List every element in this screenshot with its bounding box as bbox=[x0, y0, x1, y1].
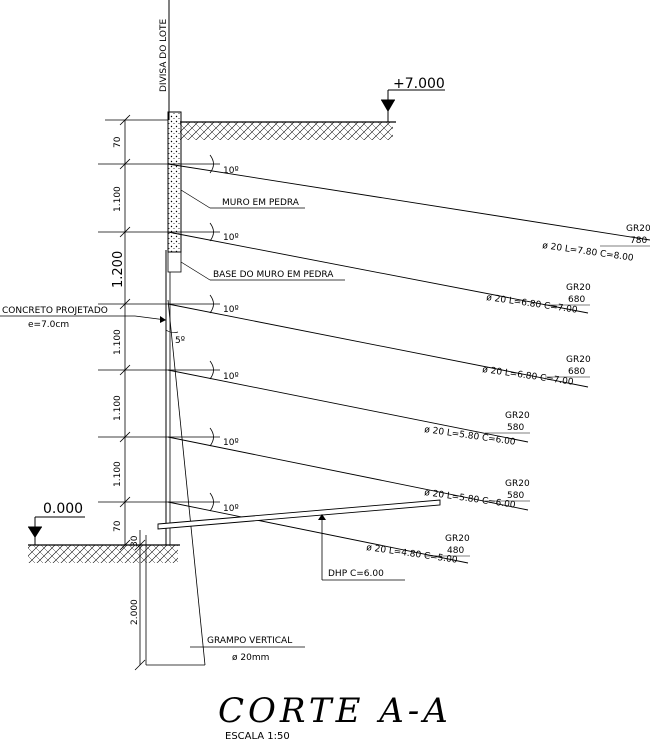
stone-wall-leader: MURO EM PEDRA bbox=[180, 189, 305, 209]
clamp-leader: GRAMPO VERTICAL ø 20mm bbox=[190, 636, 305, 663]
dhp-label: DHP C=6.00 bbox=[328, 569, 384, 579]
stone-wall-base-label: BASE DO MURO EM PEDRA bbox=[213, 270, 334, 280]
anchor-3 bbox=[167, 303, 589, 388]
anchor-4 bbox=[167, 369, 529, 443]
vertical-dimension-line bbox=[105, 114, 168, 671]
anchor-annotation-4: GR20 580 ø 20 L=5.80 C=6.00 bbox=[424, 411, 530, 448]
svg-text:GR20: GR20 bbox=[505, 479, 530, 489]
scale-label: ESCALA 1:50 bbox=[225, 731, 290, 741]
angle-label-5: 10º bbox=[223, 438, 239, 448]
svg-text:GR20: GR20 bbox=[566, 355, 591, 365]
dim-30: 30 bbox=[130, 535, 140, 547]
anchor-lines bbox=[167, 163, 650, 564]
svg-text:GR20: GR20 bbox=[626, 224, 650, 234]
dim-1100-2: 1.100 bbox=[113, 329, 123, 355]
svg-text:GR20: GR20 bbox=[505, 411, 530, 421]
svg-text:480: 480 bbox=[447, 546, 464, 556]
lower-ground-hatch bbox=[28, 545, 178, 563]
dim-1100-3: 1.100 bbox=[113, 395, 123, 421]
dim-1200: 1.200 bbox=[111, 251, 126, 288]
bottom-level-marker: 0.000 bbox=[28, 501, 85, 545]
shotcrete-thickness: e=7.0cm bbox=[28, 320, 69, 330]
stone-wall-label: MURO EM PEDRA bbox=[222, 198, 300, 208]
anchor-5 bbox=[167, 436, 529, 511]
angle-label-1: 10º bbox=[223, 166, 239, 176]
stone-wall-base bbox=[167, 251, 182, 273]
anchor-annotation-2: GR20 680 ø 20 L=6.80 C=7.00 bbox=[486, 283, 591, 316]
anchor-annotation-5: GR20 580 ø 20 L=5.80 C=6.00 bbox=[424, 479, 530, 511]
dim-1100-4: 1.100 bbox=[113, 461, 123, 487]
shotcrete-leader: CONCRETO PROJETADO e=7.0cm bbox=[0, 306, 167, 330]
stone-wall-base-leader: BASE DO MURO EM PEDRA bbox=[180, 261, 345, 281]
svg-text:GR20: GR20 bbox=[566, 283, 591, 293]
vertical-clamp-right bbox=[167, 299, 206, 666]
svg-text:ø 20 L=6.80 C=7.00: ø 20 L=6.80 C=7.00 bbox=[486, 293, 579, 316]
svg-text:780: 780 bbox=[630, 236, 647, 246]
anchor-annotation-6: GR20 480 ø 20 L=4.80 C=5.00 bbox=[366, 534, 470, 566]
bottom-level-text: 0.000 bbox=[43, 501, 83, 517]
angle-label-4: 10º bbox=[223, 372, 239, 382]
svg-text:ø 20 L=6.80 C=7.00: ø 20 L=6.80 C=7.00 bbox=[482, 365, 575, 388]
dhp-drain: DHP C=6.00 bbox=[157, 499, 441, 581]
upper-ground-hatch bbox=[180, 122, 393, 140]
svg-text:ø 20 L=4.80 C=5.00: ø 20 L=4.80 C=5.00 bbox=[366, 543, 459, 566]
batter-angle: 5º bbox=[165, 329, 185, 346]
top-level-marker: +7.000 bbox=[381, 76, 445, 122]
dim-2000: 2.000 bbox=[130, 599, 140, 625]
clamp-label: GRAMPO VERTICAL bbox=[207, 636, 292, 646]
top-level-text: +7.000 bbox=[393, 76, 445, 92]
section-title: CORTE A-A bbox=[218, 691, 452, 731]
stone-wall bbox=[167, 111, 182, 253]
anchor-annotation-3: GR20 680 ø 20 L=6.80 C=7.00 bbox=[482, 355, 591, 388]
anchor-1 bbox=[167, 163, 650, 241]
property-line-label: DIVISA DO LOTE bbox=[159, 19, 169, 92]
angle-label-3: 10º bbox=[223, 305, 239, 315]
angle-label-2: 10º bbox=[223, 233, 239, 243]
anchor-6 bbox=[167, 501, 469, 564]
svg-text:ø 20 L=5.80 C=6.00: ø 20 L=5.80 C=6.00 bbox=[424, 425, 517, 448]
angle-label-6: 10º bbox=[223, 504, 239, 514]
svg-text:ø 20 L=7.80 C=8.00: ø 20 L=7.80 C=8.00 bbox=[542, 241, 635, 264]
dim-70-bottom: 70 bbox=[113, 520, 123, 532]
clamp-dia-label: ø 20mm bbox=[232, 653, 269, 663]
dim-1100-1: 1.100 bbox=[113, 186, 123, 212]
svg-text:GR20: GR20 bbox=[445, 534, 470, 544]
anchor-annotation-1: GR20 780 ø 20 L=7.80 C=8.00 bbox=[542, 224, 650, 264]
svg-text:680: 680 bbox=[568, 367, 585, 377]
svg-text:680: 680 bbox=[568, 295, 585, 305]
shotcrete-label: CONCRETO PROJETADO bbox=[2, 306, 108, 316]
svg-text:580: 580 bbox=[507, 423, 524, 433]
anchor-2 bbox=[167, 231, 589, 314]
svg-text:ø 20 L=5.80 C=6.00: ø 20 L=5.80 C=6.00 bbox=[424, 488, 517, 511]
dim-70-top: 70 bbox=[113, 136, 123, 148]
svg-text:580: 580 bbox=[507, 491, 524, 501]
batter-angle-label: 5º bbox=[175, 336, 185, 346]
anchor-level-lines bbox=[98, 154, 220, 512]
